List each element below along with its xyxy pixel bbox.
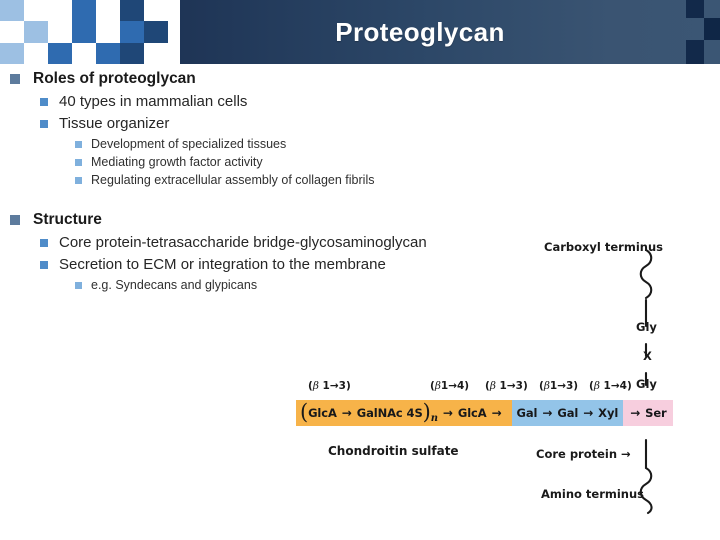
slide-body-content: Roles of proteoglycan 40 types in mammal… xyxy=(0,68,540,294)
linkage-annotation-3: (β 1→3) xyxy=(485,380,528,392)
arrow-icon: → xyxy=(542,406,553,420)
bullet-marker-level1 xyxy=(10,215,20,225)
bullet-marker-level2 xyxy=(40,261,48,269)
bullet-marker-level3 xyxy=(75,282,82,289)
bullet-text: e.g. Syndecans and glypicans xyxy=(91,278,258,292)
label-chondroitin-sulfate: Chondroitin sulfate xyxy=(328,444,459,458)
label-gly-bottom: Gly xyxy=(636,377,657,391)
linkage-annotation-4: (β1→3) xyxy=(539,380,579,392)
residue-gal-2: Gal xyxy=(557,406,579,420)
bullet-level3-regulating: Regulating extracellular assembly of col… xyxy=(0,171,540,189)
residue-ser: Ser xyxy=(645,406,667,420)
bullet-marker-level1 xyxy=(10,74,20,84)
residue-glca-repeat: GlcA xyxy=(308,406,337,420)
bullet-text: Secretion to ECM or integration to the m… xyxy=(59,256,386,273)
glycosidic-linkage-annotations: (β 1→3) (β1→4) (β 1→3) (β1→3) (β 1→4) xyxy=(286,380,676,398)
bullet-level3-syndecans: e.g. Syndecans and glypicans xyxy=(0,276,540,294)
chain-segment-glycosaminoglycan: ( GlcA → GalNAc 4S ) n → GlcA → xyxy=(296,400,512,426)
residue-gal-1: Gal xyxy=(516,406,538,420)
bullet-text: Mediating growth factor activity xyxy=(91,155,263,169)
bullet-level2-tissue-organizer: Tissue organizer xyxy=(0,113,540,135)
bullet-text: Development of specialized tissues xyxy=(91,137,287,151)
bullet-marker-level3 xyxy=(75,141,82,148)
linkage-annotation-2: (β1→4) xyxy=(430,380,470,392)
label-gly-top: Gly xyxy=(636,320,657,334)
bullet-marker-level3 xyxy=(75,159,82,166)
core-protein-backbone-illustration xyxy=(639,248,653,515)
bullet-level3-development: Development of specialized tissues xyxy=(0,135,540,153)
arrow-icon: → xyxy=(630,406,641,420)
bullet-level3-mediating: Mediating growth factor activity xyxy=(0,153,540,171)
bullet-text: Tissue organizer xyxy=(59,115,170,132)
linkage-annotation-5: (β 1→4) xyxy=(589,380,632,392)
header-checker-decoration-left xyxy=(0,0,180,64)
bullet-level2-core-protein: Core protein-tetrasaccharide bridge-glyc… xyxy=(0,232,540,254)
bullet-level1-structure: Structure xyxy=(0,209,540,231)
label-carboxyl-terminus: Carboxyl terminus xyxy=(544,240,663,254)
glycosaminoglycan-chain-strip: ( GlcA → GalNAc 4S ) n → GlcA → Gal → Ga… xyxy=(296,400,673,426)
bullet-marker-level2 xyxy=(40,120,48,128)
section-spacer xyxy=(0,189,540,209)
arrow-icon: → xyxy=(442,406,453,420)
repeat-paren-open: ( xyxy=(300,399,309,424)
header-checker-decoration-right xyxy=(660,0,720,64)
bullet-text: 40 types in mammalian cells xyxy=(59,93,248,110)
label-core-protein: Core protein → xyxy=(536,447,631,461)
chain-segment-serine: → Ser xyxy=(623,400,673,426)
bullet-text: Structure xyxy=(33,211,102,228)
label-amino-terminus: Amino terminus xyxy=(541,487,645,501)
bullet-level2-40-types: 40 types in mammalian cells xyxy=(0,91,540,113)
repeat-paren-close: ) xyxy=(422,399,431,424)
bullet-level1-roles: Roles of proteoglycan xyxy=(0,68,540,90)
bullet-marker-level2 xyxy=(40,239,48,247)
slide-title: Proteoglycan xyxy=(335,16,505,47)
repeat-subscript-n: n xyxy=(430,413,438,424)
arrow-icon: → xyxy=(491,406,502,420)
label-x-residue: X xyxy=(643,349,652,363)
bullet-level2-secretion: Secretion to ECM or integration to the m… xyxy=(0,254,540,276)
residue-galnac4s: GalNAc 4S xyxy=(356,406,423,420)
chain-segment-tetrasaccharide-bridge: Gal → Gal → Xyl xyxy=(511,400,624,426)
residue-glca: GlcA xyxy=(457,406,487,420)
arrow-icon: → xyxy=(341,406,352,420)
residue-xyl: Xyl xyxy=(598,406,619,420)
bullet-marker-level2 xyxy=(40,98,48,106)
bullet-marker-level3 xyxy=(75,177,82,184)
bullet-text: Roles of proteoglycan xyxy=(33,70,196,87)
arrow-icon: → xyxy=(583,406,594,420)
proteoglycan-structure-diagram: Carboxyl terminus Gly X Gly Chondroitin … xyxy=(286,232,720,522)
linkage-annotation-1: (β 1→3) xyxy=(308,380,351,392)
bullet-text: Core protein-tetrasaccharide bridge-glyc… xyxy=(59,234,427,251)
bullet-text: Regulating extracellular assembly of col… xyxy=(91,173,375,187)
